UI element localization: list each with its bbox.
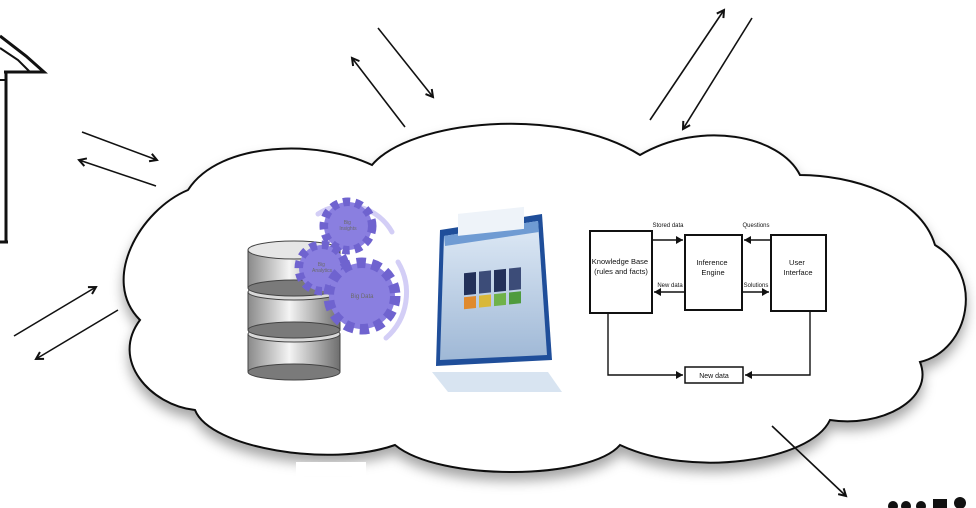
user-interface-label-1: User (789, 258, 805, 267)
connection-arrows (13, 10, 846, 496)
gear-top-label-2: Insights (339, 226, 357, 232)
knowledge-base-label-1: Knowledge Base (592, 257, 648, 266)
arrow-left-out (79, 160, 157, 187)
arrow-top-right-down (683, 17, 753, 129)
stored-data-label: Stored data (652, 223, 684, 229)
svg-text:Knowledge Base (rules an: Knowledge Base (rules and facts) (592, 257, 650, 276)
svg-text:Big Analytics: Big Analytics (312, 262, 333, 274)
questions-label: Questions (742, 223, 769, 229)
gears-icon: Big Insights Big Analytics Big Data (294, 197, 410, 341)
arrow-bottom-left-out (13, 287, 96, 337)
new-data-box (684, 366, 744, 384)
arrow-top-right-up (649, 10, 724, 121)
svg-text:Big Insights: Big Insights (339, 220, 357, 232)
arrow-bottom-right (771, 425, 846, 496)
svg-text:Inference Engine: Inference Engine (696, 258, 729, 277)
new-data-box-label: New data (699, 373, 729, 380)
cut-off-icon (888, 497, 966, 508)
arrow-top-left-down (377, 27, 433, 97)
knowledge-base-box (589, 230, 653, 314)
gear-top (319, 197, 377, 255)
arrow-left-in (81, 131, 157, 160)
svg-text:User Interface: User Interface (783, 258, 812, 277)
gear-middle-label-2: Analytics (312, 268, 333, 274)
knowledge-base-label-2: (rules and facts) (594, 267, 648, 276)
user-interface-label-2: Interface (783, 268, 812, 277)
thumbnail-strip (464, 267, 521, 310)
inference-engine-box (684, 234, 743, 311)
solutions-label: Solutions (744, 283, 769, 289)
arrow-ui-to-new-data (745, 311, 811, 379)
user-interface-box (770, 234, 827, 312)
gear-big-label: Big Data (350, 294, 374, 300)
application-window-image (432, 206, 562, 392)
cloud-gap (296, 462, 366, 476)
arrow-kb-to-new-data (607, 313, 683, 379)
arrow-bottom-left-in (36, 309, 119, 359)
expert-system-diagram: Knowledge Base (rules and facts) Inferen… (589, 223, 827, 384)
new-data-side-label: New data (657, 283, 683, 289)
inference-engine-label-2: Engine (701, 268, 724, 277)
gear-middle-label-1: Big (318, 262, 325, 268)
gear-big (323, 257, 401, 335)
gear-top-label-1: Big (344, 220, 351, 226)
arrow-top-left-up (352, 58, 406, 128)
building-icon (0, 34, 48, 244)
inference-engine-label-1: Inference (696, 258, 727, 267)
